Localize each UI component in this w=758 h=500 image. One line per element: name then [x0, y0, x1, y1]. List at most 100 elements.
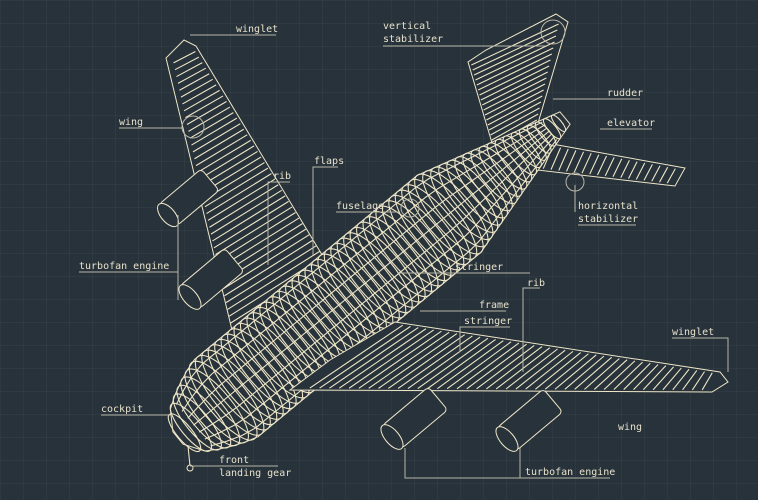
wing-rib [191, 117, 238, 146]
wing-rib [227, 250, 320, 310]
wing-rib [613, 361, 643, 390]
wing-rib [195, 134, 248, 167]
wing-rib [564, 355, 605, 390]
wing-rib [197, 139, 251, 173]
stabilizer-rib [475, 41, 555, 81]
wing-rib [642, 365, 667, 391]
label-front-landing-gear-2: landing gear [219, 468, 292, 479]
stabilizer-rib [573, 151, 585, 173]
label-turbofan-left: turbofan engine [79, 261, 170, 272]
wing-rib [437, 340, 504, 390]
wing-rib [525, 350, 574, 390]
stabilizer-rib [488, 101, 542, 131]
stabilizer-rib [473, 35, 557, 76]
wing-rib [206, 173, 272, 215]
label-wing-right: wing [618, 422, 643, 433]
wing-rib [189, 112, 234, 139]
label-cockpit: cockpit [101, 404, 144, 415]
wing-rib [662, 367, 682, 391]
fuselage-stringer [198, 133, 553, 433]
wing-rib [505, 348, 558, 390]
front-landing-gear [187, 445, 191, 467]
wing-rib [603, 360, 636, 390]
stabilizer-rib [479, 59, 551, 96]
wing-rib [176, 62, 203, 78]
stabilizer-rib [486, 89, 544, 121]
wing-rib [466, 343, 527, 390]
right-wing [288, 321, 729, 393]
stabilizer-rib [651, 165, 661, 182]
wing-rib [368, 331, 450, 389]
label-winglet-left: winglet [236, 24, 279, 35]
wing-rib [309, 324, 404, 389]
wing-rib [348, 329, 435, 389]
label-winglet-right: winglet [672, 327, 715, 338]
label-vertical-stabilizer-1: vertical [383, 21, 432, 32]
stabilizer-rib [604, 157, 615, 177]
wing-rib [417, 337, 489, 390]
fuselage-stringer [181, 124, 545, 412]
stabilizer-rib [477, 53, 553, 91]
wing-rib [185, 95, 224, 119]
wing-rib [701, 372, 713, 391]
wing-rib [593, 359, 628, 390]
label-flaps: flaps [314, 156, 345, 167]
wing-rib [544, 353, 589, 390]
label-horizontal-stabilizer-2: stabilizer [578, 214, 639, 225]
wing-rib [358, 330, 442, 389]
stabilizer-rib [565, 150, 577, 172]
wing-rib [212, 195, 286, 242]
wing-rib [224, 239, 314, 297]
wing-rib [672, 368, 690, 391]
stabilizer-rib [471, 23, 559, 66]
wing-rib [338, 328, 427, 389]
wing-rib [427, 339, 496, 390]
stabilizer-rib [635, 162, 646, 180]
wing-rib [574, 356, 613, 390]
stabilizer-rib [612, 158, 623, 178]
wing-rib [192, 123, 241, 153]
label-stringer-lower: stringer [464, 316, 513, 327]
stabilizer-rib [558, 148, 569, 171]
horizontal-stabilizer [519, 139, 686, 187]
label-rudder: rudder [607, 88, 644, 99]
label-rib-right: rib [527, 278, 546, 289]
stabilizer-rib [484, 83, 546, 116]
wing-rib [515, 349, 566, 390]
stabilizer-rib [597, 155, 607, 176]
wing-rib [456, 342, 520, 390]
wing-rib [319, 325, 411, 389]
wing-rib [446, 341, 512, 390]
wing-rib [407, 336, 481, 389]
wing-rib [198, 145, 255, 180]
wing-rib [204, 167, 269, 208]
wing-rib [174, 56, 200, 71]
wing-rib [210, 189, 282, 235]
stabilizer-rib [550, 147, 562, 170]
fuselage-frame [550, 114, 567, 133]
stabilizer-rib [487, 95, 543, 126]
wing-rib [652, 366, 674, 391]
wing-rib [216, 212, 296, 262]
wing-rib [486, 346, 543, 390]
stabilizer-rib [659, 166, 669, 183]
stabilizer-rib [491, 113, 539, 141]
label-turbofan-right: turbofan engine [525, 467, 616, 478]
stabilizer-rib [482, 71, 548, 106]
wing-rib [378, 333, 458, 389]
stabilizer-rib [628, 161, 638, 179]
label-frame: frame [479, 300, 510, 311]
wing-rib [476, 344, 535, 390]
wing-rib [225, 245, 317, 304]
label-vertical-stabilizer-2: stabilizer [383, 34, 444, 45]
label-fuselage: fuselage [336, 201, 385, 212]
label-wing-left: wing [119, 117, 144, 128]
wing-rib [222, 234, 310, 290]
wing-rib [207, 178, 276, 221]
wing-rib [633, 364, 659, 391]
fuselage-stringer [193, 130, 550, 426]
stabilizer-rib [589, 154, 600, 175]
wing-rib [329, 327, 419, 389]
wing-rib [623, 362, 651, 390]
